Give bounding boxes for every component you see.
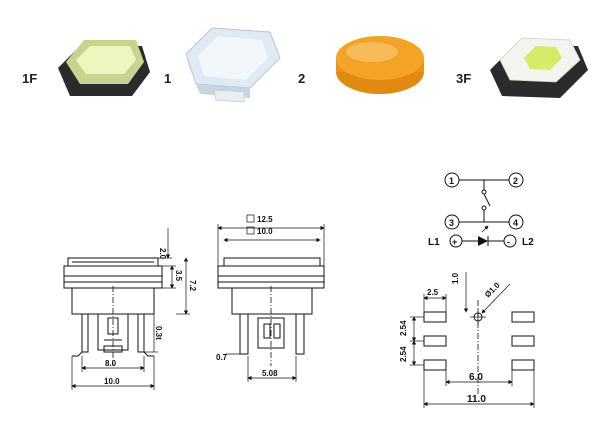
- dim-fp-pad: 2.5: [427, 288, 439, 297]
- pin-4-label: 4: [513, 218, 518, 228]
- dim-side-cap-outer: 12.5: [257, 215, 273, 224]
- dim-fp-hole: Ø1.0: [483, 280, 502, 299]
- dim-fp-offset: 1.0: [451, 272, 460, 284]
- pin-2-label: 2: [513, 176, 518, 186]
- dim-side-cap-inner: 10.0: [257, 227, 273, 236]
- dim-front-body: 7.2: [188, 280, 197, 292]
- dim-front-cap: 3.5: [174, 270, 183, 282]
- dim-front-top: 2.0: [158, 248, 167, 260]
- dim-side-pitch: 5.08: [262, 369, 278, 378]
- led-cathode-label: L2: [522, 237, 534, 248]
- product-label-2: 2: [298, 71, 305, 86]
- product-2-image: [336, 36, 424, 94]
- led-minus-sign: -: [507, 237, 510, 247]
- pin-3-label: 3: [449, 218, 454, 228]
- led-plus-sign: +: [452, 237, 457, 247]
- product-label-1f: 1F: [22, 71, 37, 86]
- product-1-image: [185, 27, 281, 103]
- pcb-footprint-drawing: 2.5 1.0 Ø1.0 2.54 2.54 6.0 11.0: [399, 272, 535, 408]
- dim-fp-pitch-y1: 2.54: [399, 320, 408, 336]
- product-3f-image: [490, 37, 588, 98]
- schematic-diagram: 1 2 3 4 L1 + - L2: [428, 172, 534, 248]
- dim-fp-pitch-y2: 2.54: [399, 346, 408, 362]
- dim-fp-inner: 6.0: [469, 372, 483, 383]
- dim-front-width: 10.0: [104, 377, 120, 386]
- dim-side-lead-t: 0.7: [216, 353, 228, 362]
- product-1f-image: [58, 40, 150, 96]
- dim-front-pitch: 8.0: [105, 359, 117, 368]
- dim-fp-outer: 11.0: [467, 394, 486, 405]
- pin-1-label: 1: [449, 176, 454, 186]
- product-label-1: 1: [164, 71, 171, 86]
- dim-front-lead: 0.3t: [154, 326, 163, 340]
- product-label-3f: 3F: [456, 71, 471, 86]
- led-diode-icon: [478, 236, 488, 246]
- led-anode-label: L1: [428, 237, 440, 248]
- front-view-drawing: 2.0 3.5 7.2 0.3t 8.0 10.0: [63, 228, 197, 390]
- product-row: 1F 1 2 3F: [22, 27, 588, 103]
- side-view-drawing: 12.5 10.0 0.7 5.08: [216, 214, 325, 382]
